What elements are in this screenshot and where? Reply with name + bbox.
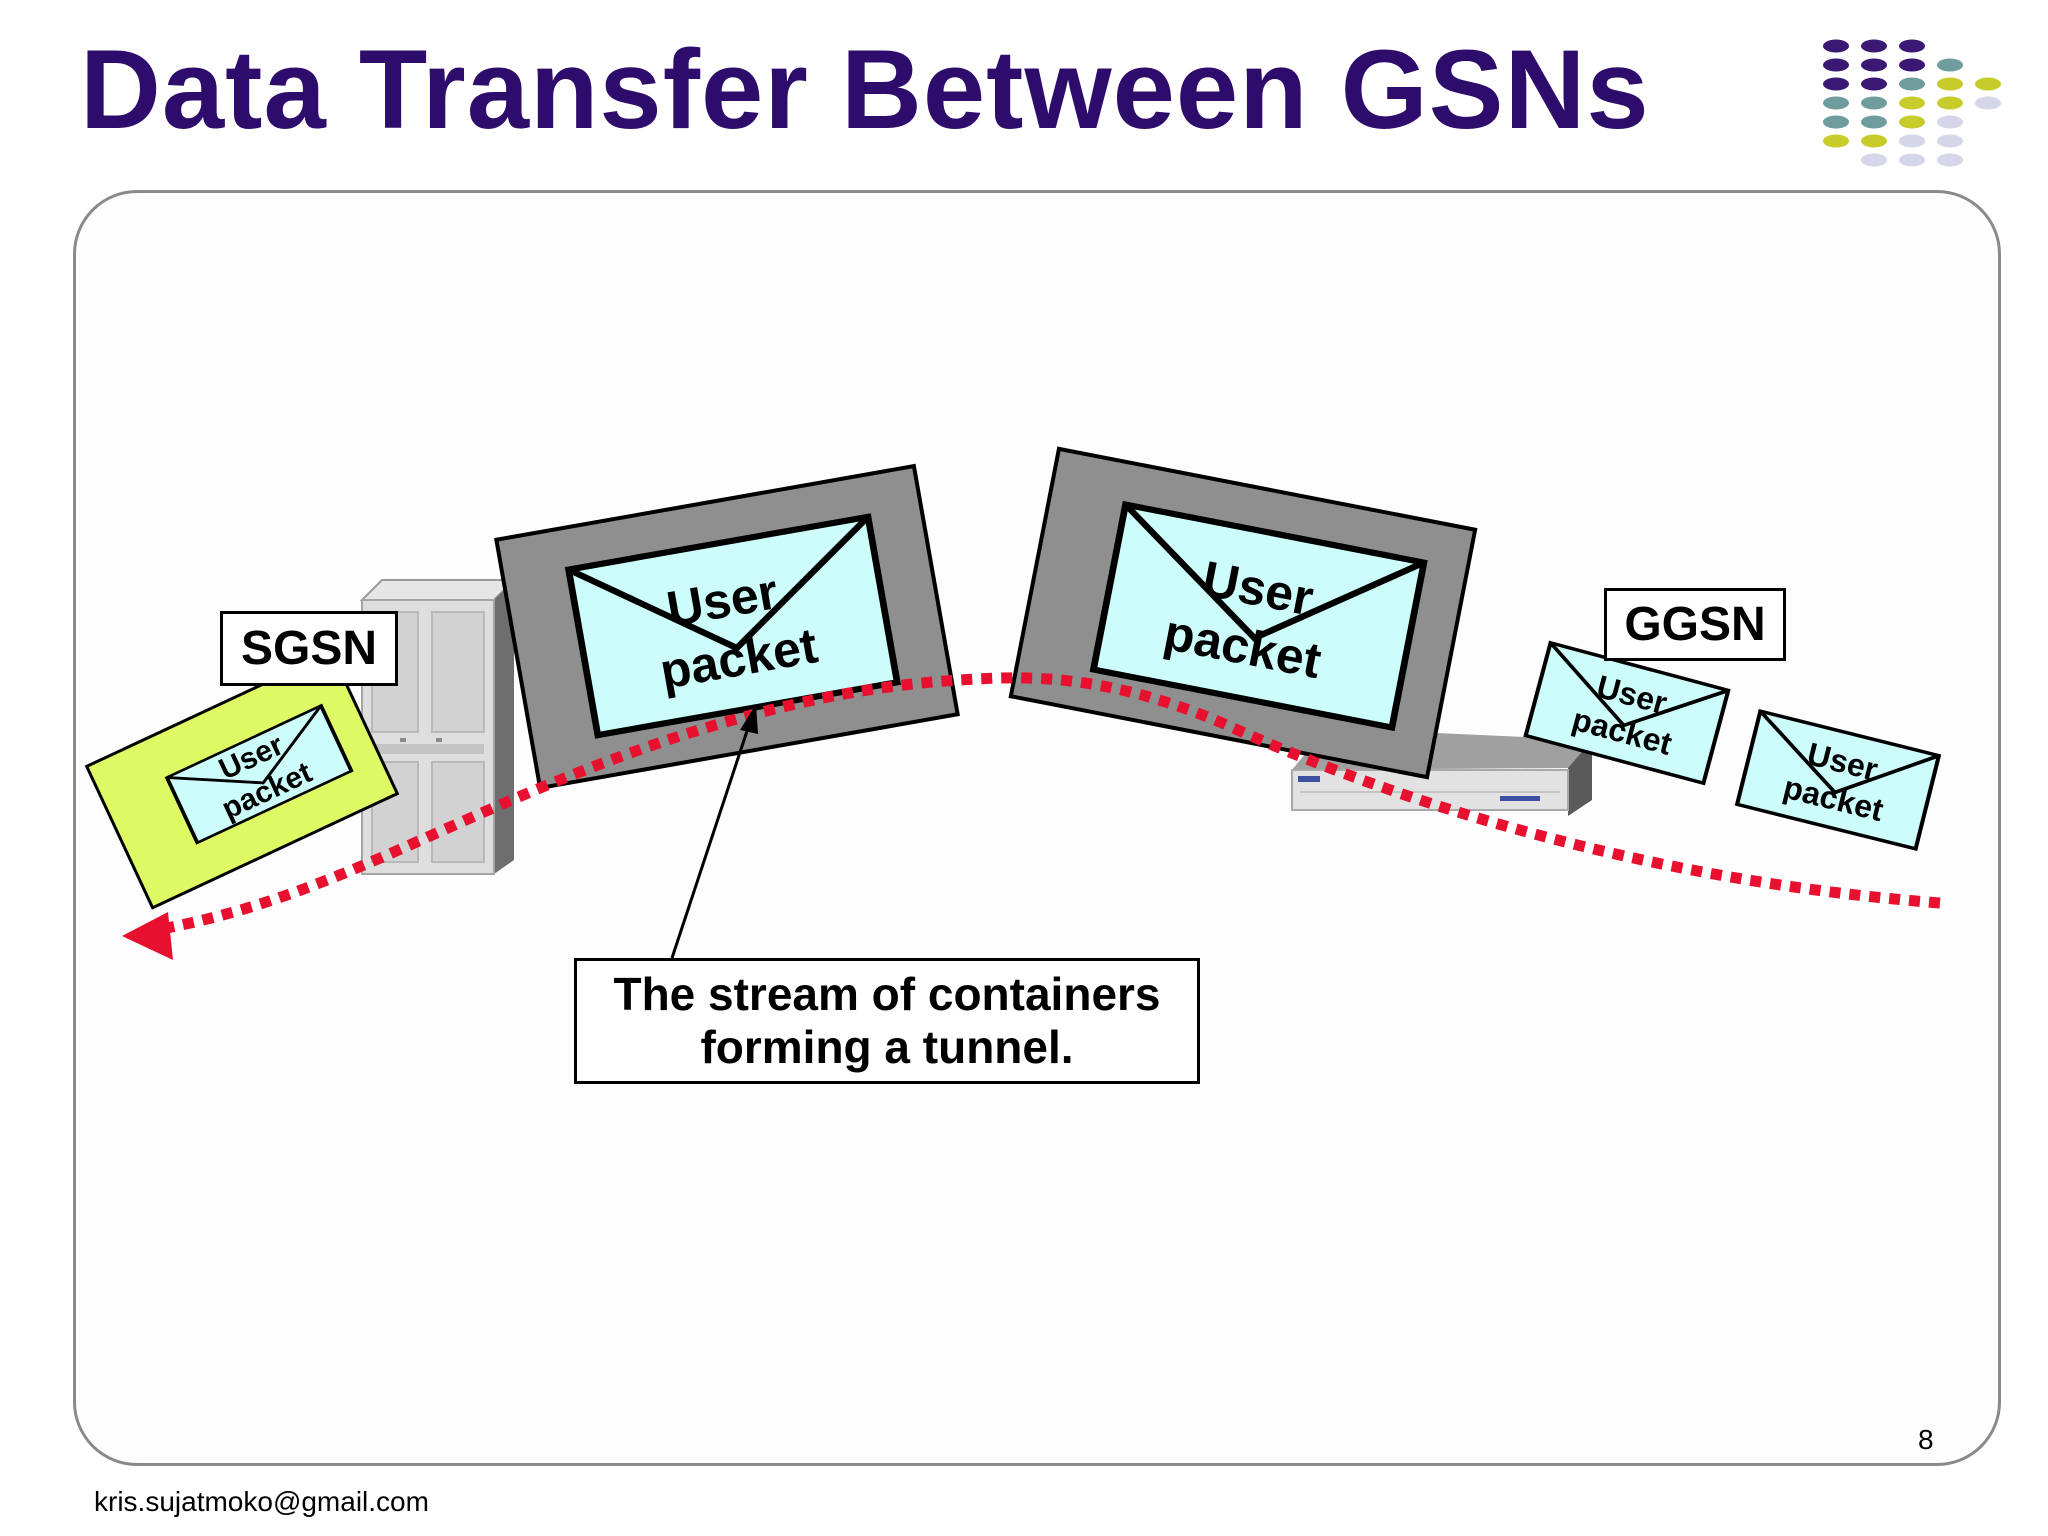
ornament-dot	[1861, 77, 1887, 91]
ornament-dot	[1823, 58, 1849, 72]
ornament-dot	[1861, 96, 1887, 110]
ornament-dot	[1899, 39, 1925, 53]
decorative-dot-grid	[1823, 39, 2001, 167]
ornament-dot	[1861, 39, 1887, 53]
ornament-dot	[1899, 77, 1925, 91]
ornament-dot	[1937, 115, 1963, 129]
ornament-dot	[1899, 58, 1925, 72]
ornament-dot	[1823, 39, 1849, 53]
callout-line-1: The stream of containers	[613, 968, 1161, 1021]
callout-line-2: forming a tunnel.	[700, 1021, 1074, 1073]
ornament-dot	[1861, 134, 1887, 148]
ornament-dot	[1937, 153, 1963, 167]
ornament-dot	[1861, 153, 1887, 167]
ornament-dot	[1823, 134, 1849, 148]
ornament-dot	[1899, 134, 1925, 148]
loose-envelope-icon-b	[1737, 711, 1939, 849]
footer-email: kris.sujatmoko@gmail.com	[94, 1486, 429, 1517]
callout-pointer	[670, 721, 752, 959]
tunnel-path	[155, 672, 1941, 936]
page-number: 8	[1918, 1424, 1934, 1455]
tunnel-arrowhead-icon	[122, 912, 173, 960]
ornament-dot	[1861, 115, 1887, 129]
ornament-dot	[1899, 115, 1925, 129]
tunnel-callout: The stream of containers forming a tunne…	[574, 958, 1200, 1084]
ornament-dot	[1899, 96, 1925, 110]
ornament-dot	[1861, 58, 1887, 72]
loose-packet-b: User packet	[1737, 711, 1939, 849]
callout-arrowhead-icon	[740, 704, 758, 734]
ornament-dot	[1823, 96, 1849, 110]
ornament-dot	[1823, 77, 1849, 91]
ornament-dot	[1975, 77, 2001, 91]
sgsn-container: User packet	[84, 650, 400, 910]
ornament-dot	[1937, 134, 1963, 148]
ggsn-label: GGSN	[1604, 588, 1786, 661]
slide-title: Data Transfer Between GSNs	[80, 27, 1650, 152]
ornament-dot	[1899, 153, 1925, 167]
ornament-dot	[1975, 96, 2001, 110]
ornament-dot	[1937, 77, 1963, 91]
loose-packet-a: User packet	[1526, 643, 1729, 783]
tunnel-container-1: User packet	[494, 463, 960, 791]
ornament-dot	[1937, 96, 1963, 110]
ornament-dot	[1937, 58, 1963, 72]
ornament-dot	[1823, 115, 1849, 129]
sgsn-label: SGSN	[220, 611, 398, 686]
